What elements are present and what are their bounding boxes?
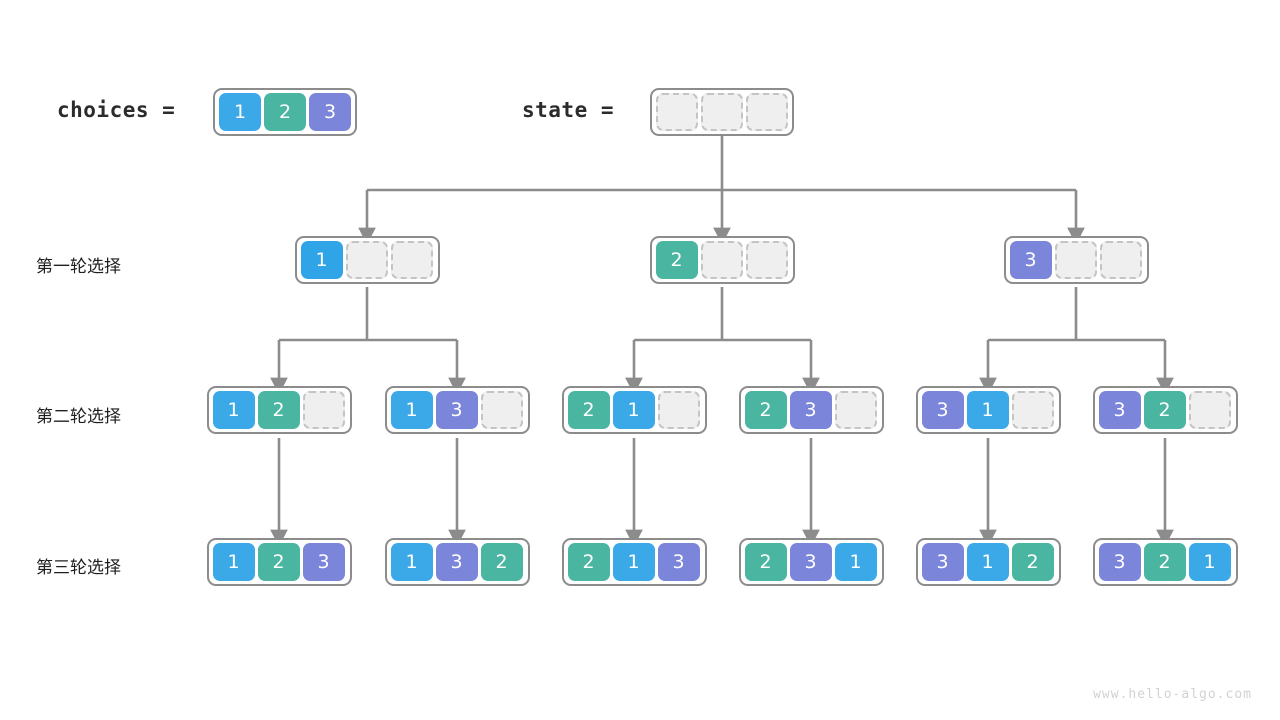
node-r3-c3-cell-2: 2: [567, 543, 610, 581]
node-r2-c4-cell-empty: [834, 391, 877, 429]
node-r1-c3-cell-3: 3: [1009, 241, 1052, 279]
node-r2-c5-cell-empty: [1011, 391, 1054, 429]
node-r2-c5-cell-1: 1: [966, 391, 1009, 429]
node-r3-c1-cell-2: 2: [257, 543, 300, 581]
node-r2-c6-cell-3: 3: [1098, 391, 1141, 429]
node-r2-c1-cell-2: 2: [257, 391, 300, 429]
node-r3-c2-cell-1: 1: [390, 543, 433, 581]
state-label: state =: [522, 98, 615, 122]
node-r2-c6-cell-2: 2: [1143, 391, 1186, 429]
node-r2-c2-cell-empty: [480, 391, 523, 429]
node-r3-c6-cell-1: 1: [1188, 543, 1231, 581]
row-label-round-3: 第三轮选择: [36, 558, 121, 578]
node-r2-c3-cell-1: 1: [612, 391, 655, 429]
row-label-round-1: 第一轮选择: [36, 257, 121, 277]
node-r2-c3-cell-empty: [657, 391, 700, 429]
node-r2-c2-cell-1: 1: [390, 391, 433, 429]
node-r2-c4-cell-2: 2: [744, 391, 787, 429]
state-node-r1-c2: 2: [649, 236, 795, 284]
node-r3-c5-cell-1: 1: [966, 543, 1009, 581]
node-r3-c6-cell-2: 2: [1143, 543, 1186, 581]
node-r3-c1-cell-1: 1: [212, 543, 255, 581]
node-r1-c3-cell-empty: [1099, 241, 1142, 279]
node-r3-c1-cell-3: 3: [302, 543, 345, 581]
node-r2-c1-cell-1: 1: [212, 391, 255, 429]
row-label-round-2: 第二轮选择: [36, 407, 121, 427]
choices-cell-2: 2: [264, 93, 306, 131]
node-r3-c2-cell-2: 2: [480, 543, 523, 581]
node-r2-c1-cell-empty: [302, 391, 345, 429]
node-r3-c4-cell-2: 2: [744, 543, 787, 581]
node-r1-c2-cell-empty: [745, 241, 788, 279]
choices-label: choices =: [57, 98, 176, 122]
node-r3-c5-cell-2: 2: [1011, 543, 1054, 581]
state-array: [650, 88, 794, 136]
watermark: www.hello-algo.com: [1093, 687, 1252, 702]
node-r3-c2-cell-3: 3: [435, 543, 478, 581]
state-cell-empty: [746, 93, 788, 131]
state-cell-empty: [656, 93, 698, 131]
node-r3-c4-cell-1: 1: [834, 543, 877, 581]
node-r1-c1-cell-empty: [345, 241, 388, 279]
node-r2-c5-cell-3: 3: [921, 391, 964, 429]
state-node-r1-c3: 3: [1003, 236, 1149, 284]
node-r3-c3-cell-1: 1: [612, 543, 655, 581]
node-r3-c3-cell-3: 3: [657, 543, 700, 581]
node-r2-c2-cell-3: 3: [435, 391, 478, 429]
node-r1-c1-cell-empty: [390, 241, 433, 279]
node-r2-c6-cell-empty: [1188, 391, 1231, 429]
node-r3-c4-cell-3: 3: [789, 543, 832, 581]
choices-cell-1: 1: [219, 93, 261, 131]
node-r2-c4-cell-3: 3: [789, 391, 832, 429]
state-cell-empty: [701, 93, 743, 131]
node-r1-c2-cell-empty: [700, 241, 743, 279]
state-node-r1-c1: 1: [294, 236, 440, 284]
node-r2-c3-cell-2: 2: [567, 391, 610, 429]
node-r3-c6-cell-3: 3: [1098, 543, 1141, 581]
node-r3-c5-cell-3: 3: [921, 543, 964, 581]
node-r1-c1-cell-1: 1: [300, 241, 343, 279]
node-r1-c3-cell-empty: [1054, 241, 1097, 279]
node-r1-c2-cell-2: 2: [655, 241, 698, 279]
choices-cell-3: 3: [309, 93, 351, 131]
